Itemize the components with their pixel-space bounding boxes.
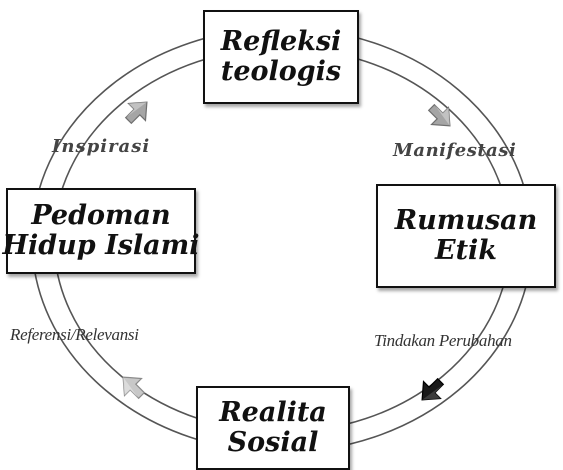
edge-label-manifestasi: Manifestasi: [393, 140, 517, 161]
node-rumusan-etik: Rumusan Etik: [376, 184, 556, 288]
arrow-up-left-icon: [122, 376, 146, 400]
node-realita-sosial: Realita Sosial: [196, 386, 350, 470]
edge-label-referensi-relevansi: Referensi/Relevansi: [10, 325, 139, 344]
edge-label-inspirasi: Inspirasi: [52, 136, 151, 157]
node-rumusan-etik-line2: Etik: [434, 235, 497, 266]
node-rumusan-etik-line1: Rumusan: [394, 204, 538, 236]
arrow-down-left-icon: [421, 377, 445, 401]
node-refleksi-teologis: Refleksi teologis: [203, 10, 359, 104]
node-realita-sosial-line2: Sosial: [227, 427, 319, 458]
arrow-down-right-icon: [427, 103, 451, 127]
node-realita-sosial-line1: Realita: [219, 396, 327, 428]
node-pedoman-hidup-islami: Pedoman Hidup Islami: [3, 188, 199, 274]
node-pedoman-hidup-islami-line2: Hidup Islami: [2, 230, 200, 261]
node-refleksi-teologis-line1: Refleksi: [220, 25, 342, 57]
edge-label-tindakan-perubahan: Tindakan Perubahan: [374, 331, 512, 350]
arrow-up-right-icon: [124, 101, 148, 125]
node-refleksi-teologis-line2: teologis: [220, 56, 342, 87]
node-pedoman-hidup-islami-line1: Pedoman: [31, 199, 171, 231]
